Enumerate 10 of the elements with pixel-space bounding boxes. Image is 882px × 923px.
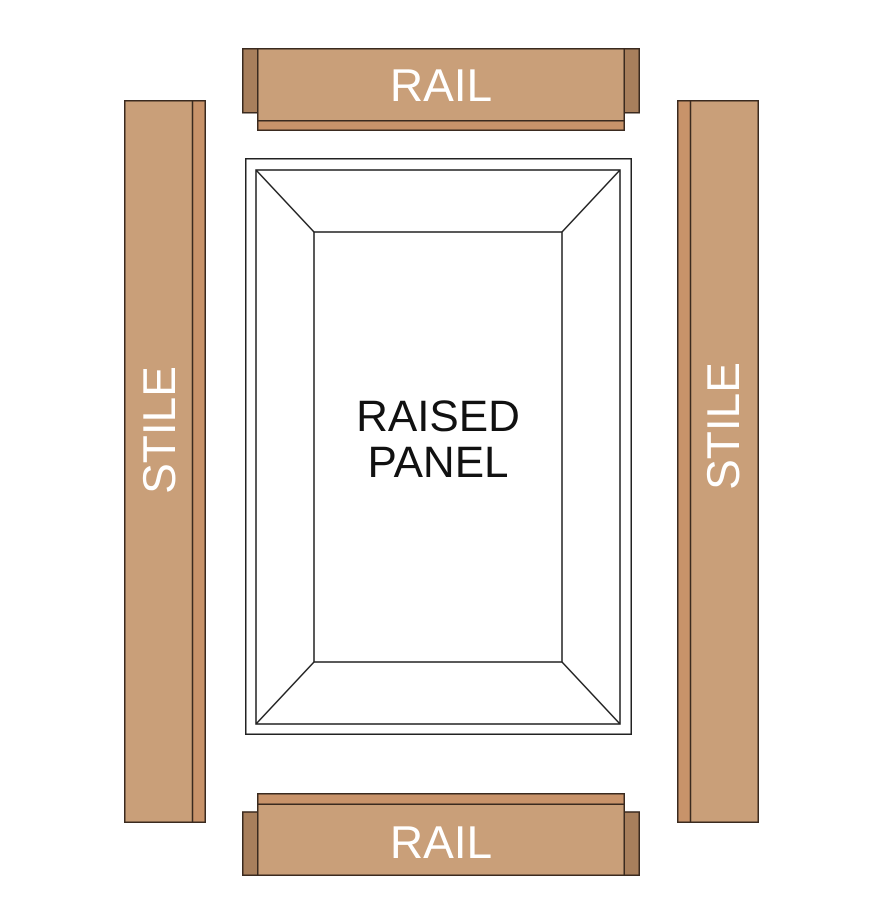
raised-panel — [245, 158, 632, 735]
part-label: RAIL — [390, 818, 492, 866]
stile-board — [677, 100, 759, 823]
stile-board — [124, 100, 206, 823]
part-label: STILE — [134, 366, 184, 494]
part-label: STILE — [698, 362, 748, 490]
part-label: RAISED PANEL — [355, 394, 521, 486]
rail-board — [242, 793, 640, 876]
rail-board — [242, 48, 640, 131]
part-label: RAIL — [390, 60, 492, 110]
